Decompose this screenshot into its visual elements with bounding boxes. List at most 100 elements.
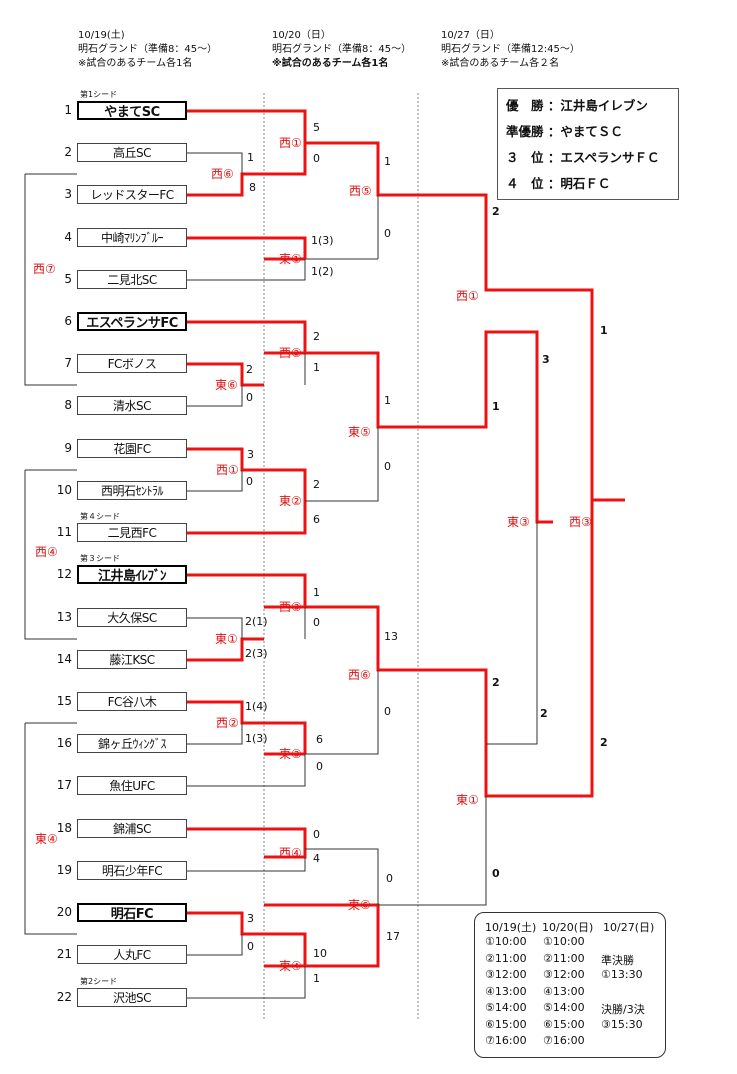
team-9: 花園FC <box>77 439 187 458</box>
bracket-line <box>187 723 243 745</box>
score-label: 17 <box>386 930 400 943</box>
bracket-line <box>187 385 243 407</box>
result-team: ：やまてＳＣ <box>547 124 623 139</box>
result-label: ３ 位 <box>506 150 544 165</box>
team-number: 4 <box>64 230 72 244</box>
day3-note: ※試合のあるチーム各２名 <box>441 58 560 69</box>
team-number: 14 <box>56 652 72 666</box>
match-label: 東⑥ <box>215 378 238 392</box>
team-4: 中崎ﾏﾘﾝﾌﾞﾙｰ <box>77 228 187 247</box>
bracket-line <box>187 617 243 639</box>
result-team: ：江井島イレブン <box>547 98 648 113</box>
team-1: やまてSC <box>77 101 187 120</box>
schedule-time-day1: ⑤14:00 <box>485 1001 527 1014</box>
team-11: 二見西FC <box>77 523 187 542</box>
score-label: 10 <box>313 947 327 960</box>
score-label: 0 <box>384 227 391 240</box>
winner-path <box>264 143 307 176</box>
team-number: 19 <box>56 863 72 877</box>
score-label: 0 <box>313 828 320 841</box>
bracket-line <box>187 857 306 872</box>
score-label: 1(3) <box>245 732 268 745</box>
result-row-third: ３ 位 ：エスペランサＦＣ <box>506 147 678 173</box>
team-number: 16 <box>56 736 72 750</box>
score-label: 0 <box>492 867 500 880</box>
team-15: FC谷八木 <box>77 692 187 711</box>
match-label: 東③ <box>507 515 530 529</box>
score-label: 6 <box>313 513 320 526</box>
match-label: 西② <box>216 716 239 730</box>
schedule-time-day2: ⑤14:00 <box>543 1001 585 1014</box>
day3-date: 10/27（日） <box>441 30 500 41</box>
day1-note: ※試合のあるチーム各1名 <box>78 58 193 69</box>
schedule-time-day1: ①10:00 <box>485 935 527 948</box>
score-label: 1(4) <box>245 700 268 713</box>
score-label: 0 <box>247 940 254 953</box>
score-label: 2 <box>540 707 548 720</box>
team-6: エスペランサFC <box>77 312 187 331</box>
team-number: 10 <box>56 483 72 497</box>
schedule-time-day2: ①10:00 <box>543 935 585 948</box>
score-label: 0 <box>246 475 253 488</box>
day3-venue: 明石グランド（準備12:45～） <box>441 44 580 55</box>
bracket-line <box>187 259 306 281</box>
bracket-line <box>24 174 77 386</box>
winner-path <box>264 932 307 968</box>
match-label: 東① <box>215 632 238 646</box>
schedule-time-day2: ⑥15:00 <box>543 1017 585 1031</box>
team-18: 錦浦SC <box>77 819 187 838</box>
team-number: 20 <box>56 905 72 919</box>
seed-tag: 第３シード <box>80 554 120 563</box>
team-number: 11 <box>56 525 72 539</box>
score-label: 2 <box>246 363 253 376</box>
score-label: 1 <box>313 972 320 985</box>
team-number: 5 <box>64 272 72 286</box>
bracket-line <box>187 470 243 492</box>
score-label: 1 <box>492 400 500 413</box>
score-label: 6 <box>316 733 323 746</box>
schedule-head-day1: 10/19(土) <box>485 921 537 934</box>
seed-tag: 第2シード <box>80 977 118 986</box>
match-label: 西④ <box>35 545 58 559</box>
day3-header: 10/27（日） 明石グランド（準備12:45～） ※試合のあるチーム各２名 <box>441 29 580 71</box>
winner-path <box>187 236 307 259</box>
match-label: 西③ <box>569 515 592 529</box>
team-number: 17 <box>56 778 72 792</box>
bracket-line <box>305 427 379 502</box>
match-label: 東⑥ <box>348 898 371 912</box>
bracket-line <box>305 848 379 905</box>
score-label: 2 <box>313 478 320 491</box>
score-label: 2(1) <box>245 615 268 628</box>
winner-path <box>187 498 625 798</box>
score-label: 0 <box>384 705 391 718</box>
score-label: 1 <box>384 155 391 168</box>
score-label: 0 <box>386 872 393 885</box>
match-label: 西⑤ <box>349 184 372 198</box>
team-13: 大久保SC <box>77 608 187 627</box>
schedule-item-day3: 準決勝 <box>601 953 634 967</box>
bracket-line <box>24 723 77 935</box>
winner-path <box>187 637 264 662</box>
match-label: 東① <box>456 793 479 807</box>
match-label: 西① <box>279 136 302 150</box>
score-label: 2(3) <box>245 647 268 660</box>
seed-tag: 第４シード <box>80 512 120 521</box>
result-row-fourth: ４ 位 ：明石ＦＣ <box>506 173 678 199</box>
team-number: 15 <box>56 694 72 708</box>
schedule-time-day1: ②11:00 <box>485 951 527 965</box>
bracket-line <box>187 152 243 174</box>
team-number: 1 <box>64 103 72 117</box>
team-number: 6 <box>64 314 72 328</box>
team-number: 7 <box>64 356 72 370</box>
match-label: 西① <box>456 289 479 303</box>
match-label: 東④ <box>35 832 58 846</box>
result-row-runner-up: 準優勝 ：やまてＳＣ <box>506 121 678 147</box>
score-label: 1(2) <box>311 265 334 278</box>
match-label: 西④ <box>279 846 302 860</box>
day1-header: 10/19(土) 明石グランド（準備8：45～） ※試合のあるチーム各1名 <box>78 29 217 71</box>
bracket-line <box>378 796 487 906</box>
winner-path <box>187 827 307 859</box>
score-label: 1(3) <box>311 234 334 247</box>
result-team: ：明石ＦＣ <box>547 176 611 191</box>
score-label: 3 <box>247 912 254 925</box>
